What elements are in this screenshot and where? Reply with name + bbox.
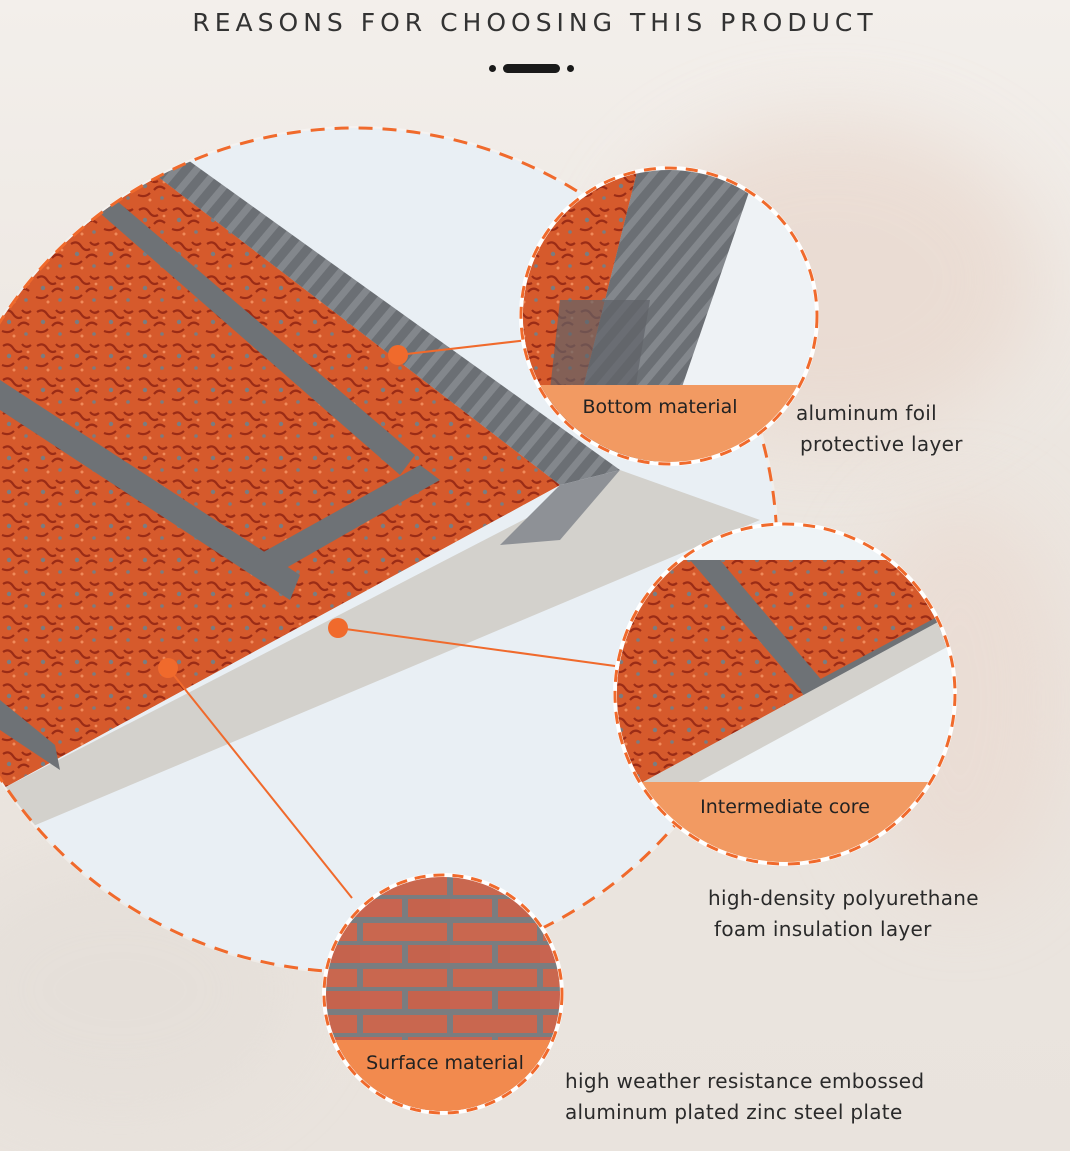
- callout-label-core: Intermediate core: [700, 796, 870, 818]
- marker-dot-surface: [158, 658, 178, 678]
- intermediate-core-closeup: [617, 526, 953, 862]
- description-line: high weather resistance embossed: [565, 1069, 925, 1093]
- callout-description-bottom: aluminum foil protective layer: [796, 398, 963, 460]
- callout-description-core: high-density polyurethane foam insulatio…: [708, 883, 979, 945]
- description-line: high-density polyurethane: [708, 886, 979, 910]
- callout-label-surface: Surface material: [366, 1052, 524, 1074]
- callout-description-surface: high weather resistance embossed aluminu…: [565, 1066, 924, 1128]
- description-line: protective layer: [800, 432, 963, 456]
- description-line: foam insulation layer: [714, 917, 932, 941]
- marker-dot-bottom: [388, 345, 408, 365]
- description-line: aluminum plated zinc steel plate: [565, 1100, 903, 1124]
- page-title: REASONS FOR CHOOSING THIS PRODUCT: [192, 8, 878, 37]
- description-line: aluminum foil: [796, 401, 938, 425]
- marker-dot-core: [328, 618, 348, 638]
- callout-label-bottom: Bottom material: [582, 396, 738, 418]
- panel-closeup: [0, 128, 777, 972]
- surface-material-closeup: [326, 877, 560, 1111]
- title-divider: [489, 63, 575, 73]
